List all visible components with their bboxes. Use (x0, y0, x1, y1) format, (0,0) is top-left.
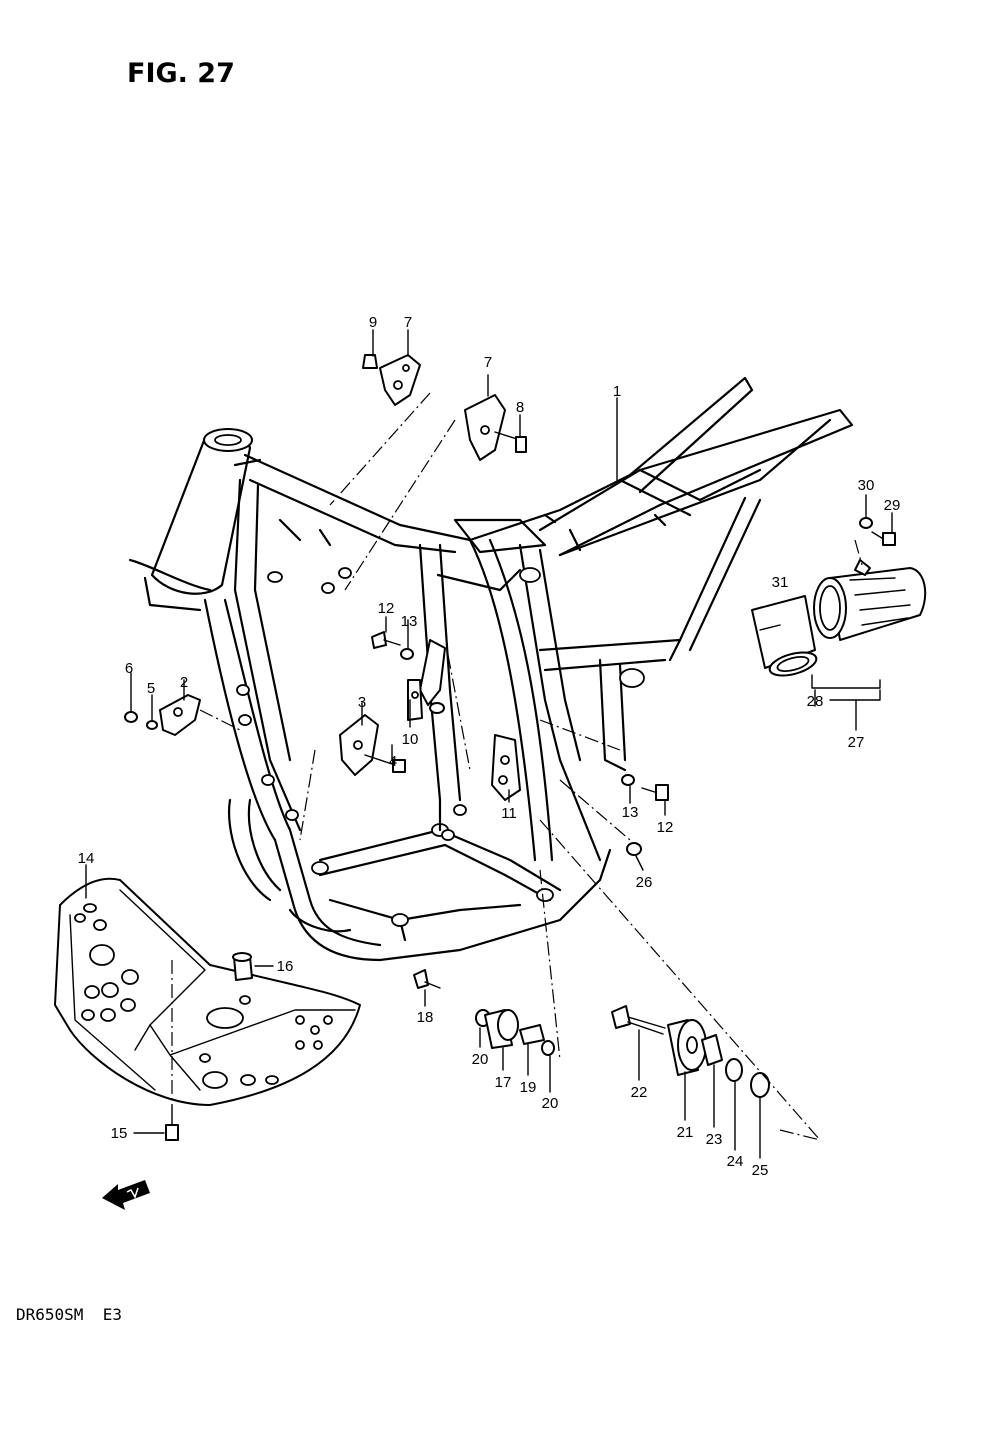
callout-19: 19 (520, 1079, 537, 1096)
leader-lines (85, 329, 893, 1159)
bracket-10 (407, 679, 445, 721)
callout-7a: 7 (404, 314, 412, 331)
callout-15: 15 (111, 1125, 128, 1142)
callout-26: 26 (636, 874, 653, 891)
callout-20b: 20 (542, 1095, 559, 1112)
callout-30: 30 (858, 477, 875, 494)
callout-24: 24 (727, 1153, 744, 1170)
callout-17: 17 (495, 1074, 512, 1091)
tool-bag-assembly (751, 517, 927, 701)
engine-mount-parts (413, 969, 770, 1098)
callout-13b: 13 (622, 804, 639, 821)
callout-4: 4 (389, 753, 397, 770)
callout-2: 2 (180, 674, 188, 691)
callout-9: 9 (369, 314, 377, 331)
callout-5: 5 (147, 680, 155, 697)
callout-labels: 1 2 3 4 5 6 7 7 8 9 10 11 12 12 13 13 14… (78, 314, 901, 1179)
lower-right-bolts (621, 774, 669, 856)
bracket-upper-left (362, 354, 421, 406)
callout-16: 16 (277, 958, 294, 975)
callout-8: 8 (516, 399, 524, 416)
callout-10: 10 (402, 731, 419, 748)
callout-21: 21 (677, 1124, 694, 1141)
callout-20a: 20 (472, 1051, 489, 1068)
plate-3-assembly (339, 714, 406, 776)
callout-7b: 7 (484, 354, 492, 371)
callout-12a: 12 (378, 600, 395, 617)
alignment-center-lines (171, 392, 863, 1141)
main-frame (128, 376, 854, 962)
callout-11: 11 (501, 805, 517, 822)
callout-29: 29 (884, 497, 901, 514)
bracket-11 (491, 734, 521, 801)
callout-6: 6 (125, 660, 133, 677)
callout-22: 22 (631, 1084, 648, 1101)
model-code: DR650SM E3 (16, 1305, 122, 1324)
callout-31: 31 (772, 574, 789, 591)
bracket-upper-right (464, 394, 527, 461)
callout-25: 25 (752, 1162, 769, 1179)
plate-2-assembly (124, 694, 201, 736)
callout-28: 28 (807, 693, 824, 710)
upper-mount-bolts (371, 631, 446, 706)
callout-1: 1 (613, 383, 621, 400)
callout-13a: 13 (401, 613, 418, 630)
front-direction-arrow-icon (102, 1180, 150, 1210)
callout-12b: 12 (657, 819, 674, 836)
skid-plate (54, 877, 361, 1141)
figure-title: FIG. 27 (127, 58, 235, 89)
callout-3: 3 (358, 694, 366, 711)
callout-23: 23 (706, 1131, 723, 1148)
callout-14: 14 (78, 850, 95, 867)
callout-18: 18 (417, 1009, 434, 1026)
callout-27: 27 (848, 734, 865, 751)
